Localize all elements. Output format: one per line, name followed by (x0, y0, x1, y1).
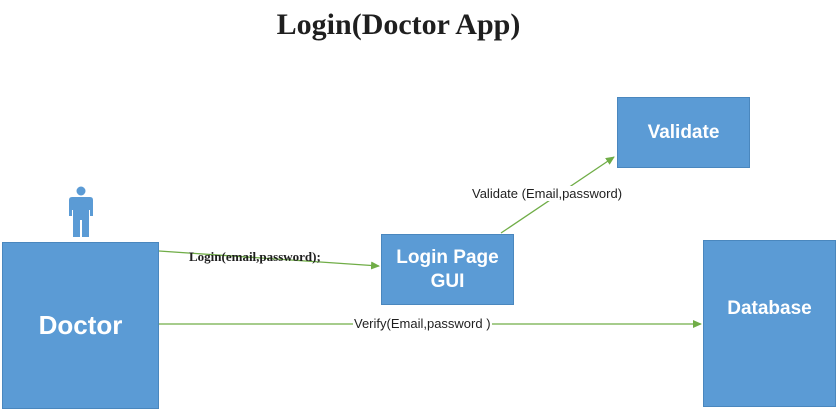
login-edge-label: Login(email,password); (189, 249, 321, 264)
doctor-label: Doctor (38, 310, 123, 340)
verify-edge-label: Verify(Email,password ) (353, 316, 492, 331)
validate-node: Validate (617, 97, 750, 168)
database-node: Database (703, 240, 836, 407)
database-label: Database (727, 298, 812, 319)
login-page-node: Login Page GUI (381, 234, 514, 305)
validate-label: Validate (647, 121, 720, 143)
login-page-label: Login Page GUI (396, 246, 499, 292)
diagram-title: Login(Doctor App) (276, 8, 521, 41)
person-icon (69, 186, 93, 237)
login-arrow (158, 250, 380, 270)
validate-edge-label: Validate (Email,password) (471, 186, 624, 201)
doctor-node: Doctor (2, 242, 159, 409)
